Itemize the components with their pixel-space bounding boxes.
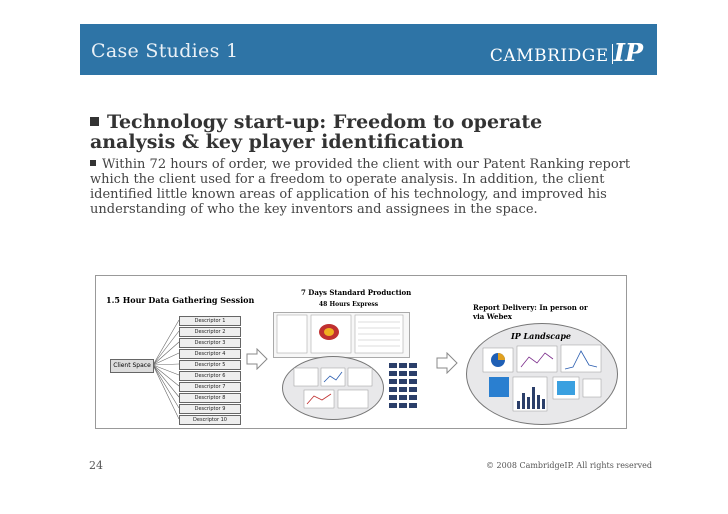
descriptor-box: Descriptor 10 xyxy=(179,415,241,425)
ip-landscape-label: IP Landscape xyxy=(511,331,572,341)
case-description: Within 72 hours of order, we provided th… xyxy=(90,157,631,217)
grid-table xyxy=(389,363,417,408)
report-charts xyxy=(482,344,602,412)
right-arrow-icon xyxy=(246,348,268,370)
express-label: 48 Hours Express xyxy=(319,301,379,308)
descriptor-box: Descriptor 6 xyxy=(179,371,241,381)
production-detail xyxy=(276,314,404,354)
descriptor-box: Descriptor 4 xyxy=(179,349,241,359)
square-bullet-icon xyxy=(90,160,96,166)
descriptor-box: Descriptor 3 xyxy=(179,338,241,348)
slide-title: Case Studies 1 xyxy=(91,40,239,62)
right-arrow-icon xyxy=(436,352,458,374)
gathering-session-label: 1.5 Hour Data Gathering Session xyxy=(106,295,255,305)
descriptor-box: Descriptor 9 xyxy=(179,404,241,414)
page-number: 24 xyxy=(89,459,103,472)
descriptor-box: Descriptor 8 xyxy=(179,393,241,403)
square-bullet-icon xyxy=(90,117,99,126)
descriptor-box: Descriptor 7 xyxy=(179,382,241,392)
production-charts xyxy=(293,367,373,409)
connector-lines xyxy=(152,319,180,420)
descriptor-box: Descriptor 5 xyxy=(179,360,241,370)
copyright-notice: © 2008 CambridgeIP. All rights reserved xyxy=(486,461,652,470)
descriptor-box: Descriptor 2 xyxy=(179,327,241,337)
standard-production-label: 7 Days Standard Production xyxy=(301,288,412,297)
production-ellipse xyxy=(282,356,384,420)
case-heading: Technology start-up: Freedom to operate … xyxy=(90,111,543,153)
descriptor-box: Descriptor 1 xyxy=(179,316,241,326)
process-diagram: 1.5 Hour Data Gathering Session 7 Days S… xyxy=(95,275,627,429)
report-delivery-label: Report Delivery: In person or via Webex xyxy=(473,303,588,321)
client-space-box: Client Space xyxy=(110,359,154,373)
